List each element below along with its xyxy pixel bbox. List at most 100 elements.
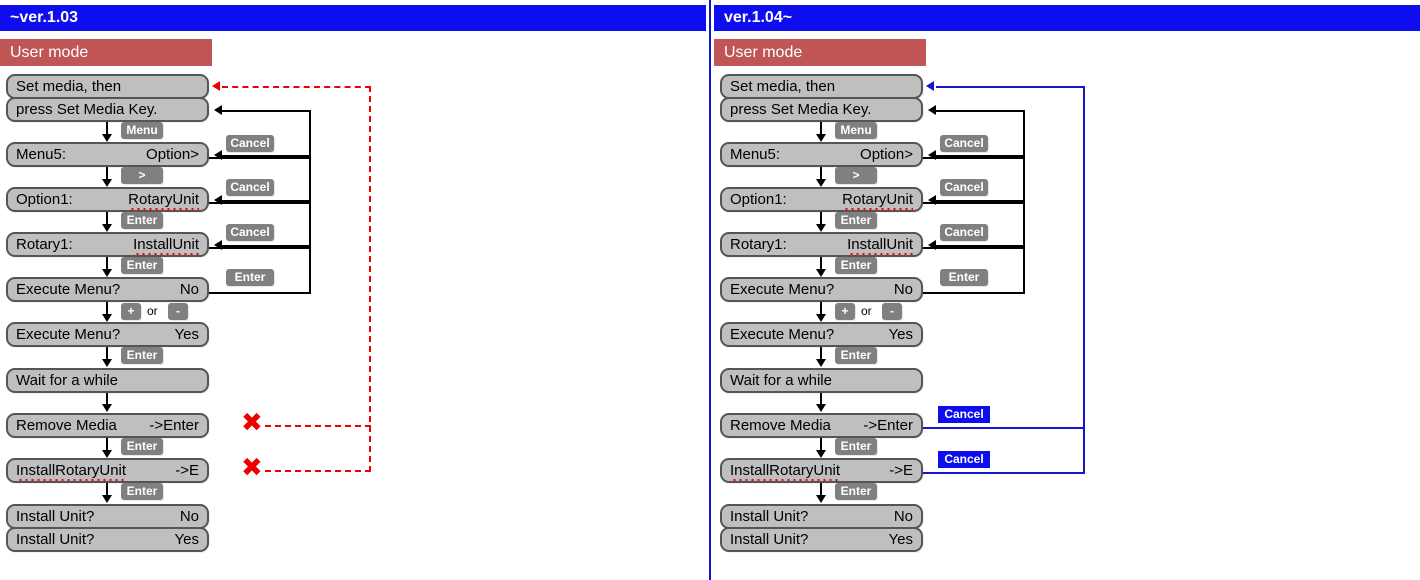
- loop-d-top: [222, 245, 311, 247]
- key-cancel-3[interactable]: Cancel: [940, 224, 988, 241]
- lcd-step-10-label: InstallRotaryUnit: [730, 460, 841, 481]
- user-mode-header-left: User mode: [0, 39, 212, 66]
- lcd-step-7-label: Execute Menu?: [730, 326, 835, 343]
- flow-arrow-4: [816, 269, 826, 277]
- lcd-step-11: Install Unit? No: [6, 504, 209, 529]
- loop-b-top: [936, 155, 1025, 157]
- lcd-step-5-label: Rotary1:: [730, 236, 787, 253]
- lcd-step-12: Install Unit? Yes: [720, 527, 923, 552]
- key-cancel-2[interactable]: Cancel: [226, 179, 274, 196]
- panel-version-1-03: ~ver.1.03 User mode Set media, then pres…: [0, 0, 706, 580]
- lcd-step-6-value: No: [179, 281, 199, 298]
- key-enter-2[interactable]: Enter: [835, 257, 877, 274]
- key-enter-4[interactable]: Enter: [121, 438, 163, 455]
- loop-d-right: [309, 245, 311, 294]
- flow-arrow-7: [102, 404, 112, 412]
- flow-line-2: [820, 167, 822, 181]
- key-enter-4[interactable]: Enter: [835, 438, 877, 455]
- lcd-step-12-label: Install Unit?: [730, 531, 809, 548]
- flow-arrow-8: [102, 450, 112, 458]
- key-right-arrow[interactable]: >: [835, 167, 877, 184]
- key-enter-1[interactable]: Enter: [835, 212, 877, 229]
- lcd-step-4: Option1: RotaryUnit: [720, 187, 923, 212]
- flow-arrow-9: [816, 495, 826, 503]
- lcd-step-6-label: Execute Menu?: [730, 281, 835, 298]
- key-plus[interactable]: +: [835, 303, 855, 320]
- key-enter-return[interactable]: Enter: [226, 269, 274, 286]
- or-label: or: [147, 304, 158, 318]
- flow-arrow-4: [102, 269, 112, 277]
- blocked-mark-2: ✖: [241, 453, 263, 483]
- key-cancel-1[interactable]: Cancel: [226, 135, 274, 152]
- key-cancel-1[interactable]: Cancel: [940, 135, 988, 152]
- flow-line-5: [820, 302, 822, 316]
- lcd-step-5-value: InstallUnit: [133, 234, 199, 255]
- key-menu[interactable]: Menu: [835, 122, 877, 139]
- key-cancel-remove-media[interactable]: Cancel: [938, 406, 990, 423]
- loop-a-bottom: [209, 157, 311, 159]
- lcd-step-7-value: Yes: [174, 326, 199, 343]
- lcd-step-3: Menu5: Option>: [6, 142, 209, 167]
- lcd-step-9-label: Remove Media: [730, 417, 831, 434]
- lcd-step-4-label: Option1:: [730, 191, 787, 208]
- key-menu[interactable]: Menu: [121, 122, 163, 139]
- flow-line-2: [106, 167, 108, 181]
- cancel-return-top: [936, 86, 1085, 88]
- key-enter-3[interactable]: Enter: [835, 347, 877, 364]
- loop-a-bottom: [923, 157, 1025, 159]
- lcd-step-4-value: RotaryUnit: [128, 189, 199, 210]
- loop-d-bottom: [923, 292, 1025, 294]
- lcd-step-8-label: Wait for a while: [730, 372, 832, 389]
- loop-b-right: [1023, 155, 1025, 204]
- loop-a-arrow: [214, 105, 222, 115]
- key-plus[interactable]: +: [121, 303, 141, 320]
- loop-c-right: [309, 200, 311, 249]
- lcd-step-6-label: Execute Menu?: [16, 281, 121, 298]
- panel-version-1-04: ver.1.04~ User mode Set media, then pres…: [710, 0, 1420, 580]
- loop-c-bottom: [923, 247, 1025, 249]
- key-cancel-install-rotary-unit[interactable]: Cancel: [938, 451, 990, 468]
- lcd-step-12-value: Yes: [888, 531, 913, 548]
- lcd-step-6: Execute Menu? No: [720, 277, 923, 302]
- lcd-step-9-label: Remove Media: [16, 417, 117, 434]
- key-cancel-2[interactable]: Cancel: [940, 179, 988, 196]
- key-right-arrow[interactable]: >: [121, 167, 163, 184]
- key-enter-3[interactable]: Enter: [121, 347, 163, 364]
- key-minus[interactable]: -: [168, 303, 188, 320]
- lcd-step-3-value: Option>: [860, 146, 913, 163]
- flow-line-3: [820, 212, 822, 226]
- key-cancel-3[interactable]: Cancel: [226, 224, 274, 241]
- flow-line-9: [106, 483, 108, 496]
- loop-a-right: [1023, 110, 1025, 159]
- panel-divider: [709, 0, 711, 580]
- lcd-step-12: Install Unit? Yes: [6, 527, 209, 552]
- blocked-mark-1: ✖: [241, 408, 263, 438]
- loop-a-right: [309, 110, 311, 159]
- lcd-step-3-label: Menu5:: [16, 146, 67, 163]
- lcd-step-1: Set media, then: [720, 74, 923, 99]
- flow-arrow-6: [102, 359, 112, 367]
- flow-line-4: [106, 257, 108, 271]
- key-enter-1[interactable]: Enter: [121, 212, 163, 229]
- lcd-step-7: Execute Menu? Yes: [6, 322, 209, 347]
- key-enter-2[interactable]: Enter: [121, 257, 163, 274]
- key-minus[interactable]: -: [882, 303, 902, 320]
- loop-b-arrow: [214, 150, 222, 160]
- loop-b-arrow: [928, 150, 936, 160]
- loop-b-right: [309, 155, 311, 204]
- lcd-step-1: Set media, then: [6, 74, 209, 99]
- key-enter-5[interactable]: Enter: [121, 483, 163, 500]
- loop-c-top: [222, 200, 311, 202]
- loop-b-bottom: [923, 202, 1025, 204]
- cancel-return-line-2: [923, 472, 1085, 474]
- loop-d-right: [1023, 245, 1025, 294]
- key-enter-5[interactable]: Enter: [835, 483, 877, 500]
- blocked-dash-top: [222, 86, 371, 88]
- version-header-right: ver.1.04~: [714, 5, 1420, 31]
- lcd-step-12-value: Yes: [174, 531, 199, 548]
- flow-arrow-2: [816, 179, 826, 187]
- key-enter-return[interactable]: Enter: [940, 269, 988, 286]
- flow-line-6: [820, 347, 822, 361]
- loop-c-top: [936, 200, 1025, 202]
- loop-a-top: [222, 110, 311, 112]
